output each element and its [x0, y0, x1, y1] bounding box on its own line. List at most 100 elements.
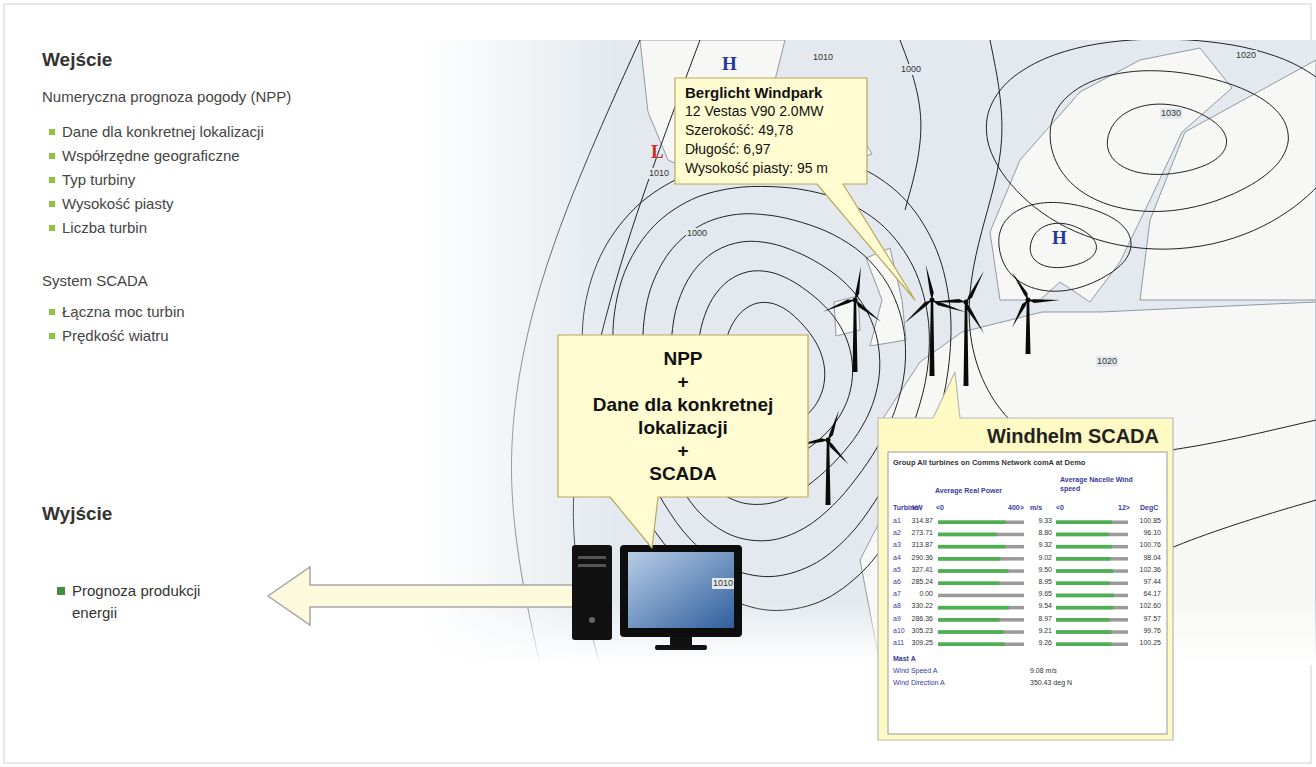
bar-fill	[1056, 630, 1111, 634]
table-cell: 8.95	[1038, 578, 1052, 587]
wind-turbine	[1012, 272, 1060, 354]
bar-track	[938, 618, 1024, 622]
table-cell: 96.10	[1143, 529, 1161, 538]
bar-track	[938, 569, 1024, 573]
bar-fill	[938, 521, 1006, 525]
turbine-blade	[855, 300, 881, 322]
bar-track	[1056, 582, 1128, 586]
isobar	[1050, 71, 1288, 212]
turbine-hub	[964, 300, 969, 305]
isobar-value: 1010	[712, 578, 734, 589]
scada-screen	[888, 452, 1167, 734]
turbine-blade	[828, 410, 839, 440]
turbine-blade	[828, 440, 849, 465]
turbine-hub	[853, 298, 858, 303]
weather-map	[420, 40, 1316, 665]
table-header: Mast A	[893, 655, 916, 664]
output-item: Prognoza produkcji energii	[72, 580, 222, 624]
column-header: 400>	[1008, 504, 1024, 513]
bar-fill	[1056, 557, 1110, 561]
bar-row	[938, 618, 1128, 622]
table-cell: 100.76	[1140, 541, 1161, 550]
row-name: a4	[893, 554, 901, 563]
table-cell: 309.25	[912, 639, 933, 648]
bar-track	[938, 630, 1024, 634]
table-cell: 9.21	[1038, 627, 1052, 636]
panel-title: Windhelm SCADA	[878, 424, 1159, 448]
bar-fill	[938, 569, 1008, 573]
table-cell: 350.43 deg N	[1030, 679, 1072, 688]
bullet-item: Liczba turbin	[62, 219, 147, 238]
turbine-blade	[966, 271, 984, 302]
table-cell: 102.36	[1140, 566, 1161, 575]
bar-track	[1056, 569, 1128, 573]
pc-drive	[578, 564, 606, 567]
wind-turbine	[930, 271, 984, 386]
bar-track	[938, 533, 1024, 537]
table-cell: 286.36	[912, 615, 933, 624]
bar-track	[1056, 545, 1128, 549]
isobar	[969, 40, 1316, 455]
turbine-blade	[855, 267, 861, 300]
table-cell: 100.25	[1140, 639, 1161, 648]
pressure-high: H	[722, 52, 737, 76]
bar-track	[1056, 533, 1128, 537]
turbine-blade	[1012, 272, 1028, 300]
turbine-blade	[1012, 300, 1028, 328]
pc-tower	[572, 545, 612, 640]
callout-box: NPP+Dane dla konkretnej lokalizacji+SCAD…	[558, 335, 808, 497]
table-cell: 285.24	[912, 578, 933, 587]
table-cell: 290.36	[912, 554, 933, 563]
bar-row	[938, 545, 1128, 549]
section-heading: Wejście	[42, 48, 112, 72]
callout-box: Berglicht Windpark12 Vestas V90 2.0MWSze…	[675, 78, 867, 184]
bar-track	[1056, 630, 1128, 634]
callout-text: NPP	[568, 347, 798, 370]
table-cell: 273.71	[912, 529, 933, 538]
bar-fill	[1056, 545, 1112, 549]
bar-track	[938, 545, 1024, 549]
isobar-value: 1020	[1096, 356, 1118, 367]
bar-row	[938, 594, 1128, 598]
bar-fill	[938, 630, 1004, 634]
row-name: a9	[893, 615, 901, 624]
turbine-blade	[904, 300, 932, 323]
bar-fill	[1056, 533, 1109, 537]
callout-text: 12 Vestas V90 2.0MW	[685, 102, 857, 121]
row-name: a8	[893, 602, 901, 611]
bullet-item: Wysokość piasty	[62, 195, 174, 214]
turbine-blade	[966, 302, 984, 333]
bar-track	[938, 594, 1024, 598]
callout-text: +	[568, 439, 798, 462]
isobar-value: 1020	[1235, 50, 1257, 61]
monitor-screen	[628, 552, 734, 628]
wind-turbine	[904, 265, 965, 376]
bar-track	[1056, 643, 1128, 647]
isobar-value: 1030	[1160, 108, 1182, 119]
bar-fill	[1056, 582, 1110, 586]
bar-row	[938, 533, 1128, 537]
table-cell: 9.33	[1038, 517, 1052, 526]
row-name: a1	[893, 517, 901, 526]
scada-group: Group All turbines on Comms Network comA…	[893, 458, 1085, 467]
table-cell: 9.54	[1038, 602, 1052, 611]
table-cell: 327.41	[912, 566, 933, 575]
row-name: a10	[893, 627, 905, 636]
row-name: Wind Direction A	[893, 679, 945, 688]
row-name: Wind Speed A	[893, 667, 937, 676]
column-header: <0	[936, 504, 944, 513]
isobar-value: 1000	[686, 228, 708, 239]
table-header: Average Nacelle Wind speed	[1060, 476, 1140, 494]
row-name: a3	[893, 541, 901, 550]
turbine-hub	[1026, 298, 1031, 303]
table-cell: 9.32	[1038, 541, 1052, 550]
isobars	[511, 40, 1316, 665]
turbine-hub	[826, 438, 831, 443]
callout-outline	[675, 78, 915, 300]
bar-row	[938, 569, 1128, 573]
bar-track	[1056, 618, 1128, 622]
subheading: Numeryczna prognoza pogody (NPP)	[42, 88, 291, 107]
pc-drive	[578, 556, 606, 559]
table-cell: 9.26	[1038, 639, 1052, 648]
